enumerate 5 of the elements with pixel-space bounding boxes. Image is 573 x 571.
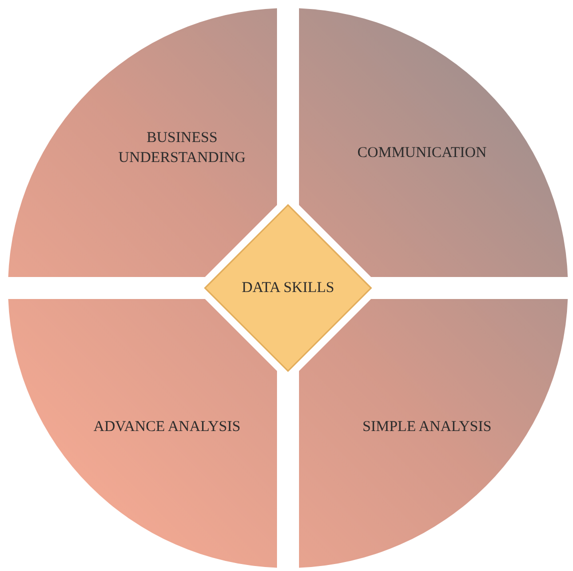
segment-label: ADVANCE ANALYSIS: [92, 418, 242, 437]
segment-label: BUSINESS UNDERSTANDING: [117, 129, 247, 168]
segment-label: COMMUNICATION: [356, 144, 488, 163]
segment-label: DATA SKILLS: [240, 279, 336, 298]
segment-label: SIMPLE ANALYSIS: [362, 418, 492, 437]
